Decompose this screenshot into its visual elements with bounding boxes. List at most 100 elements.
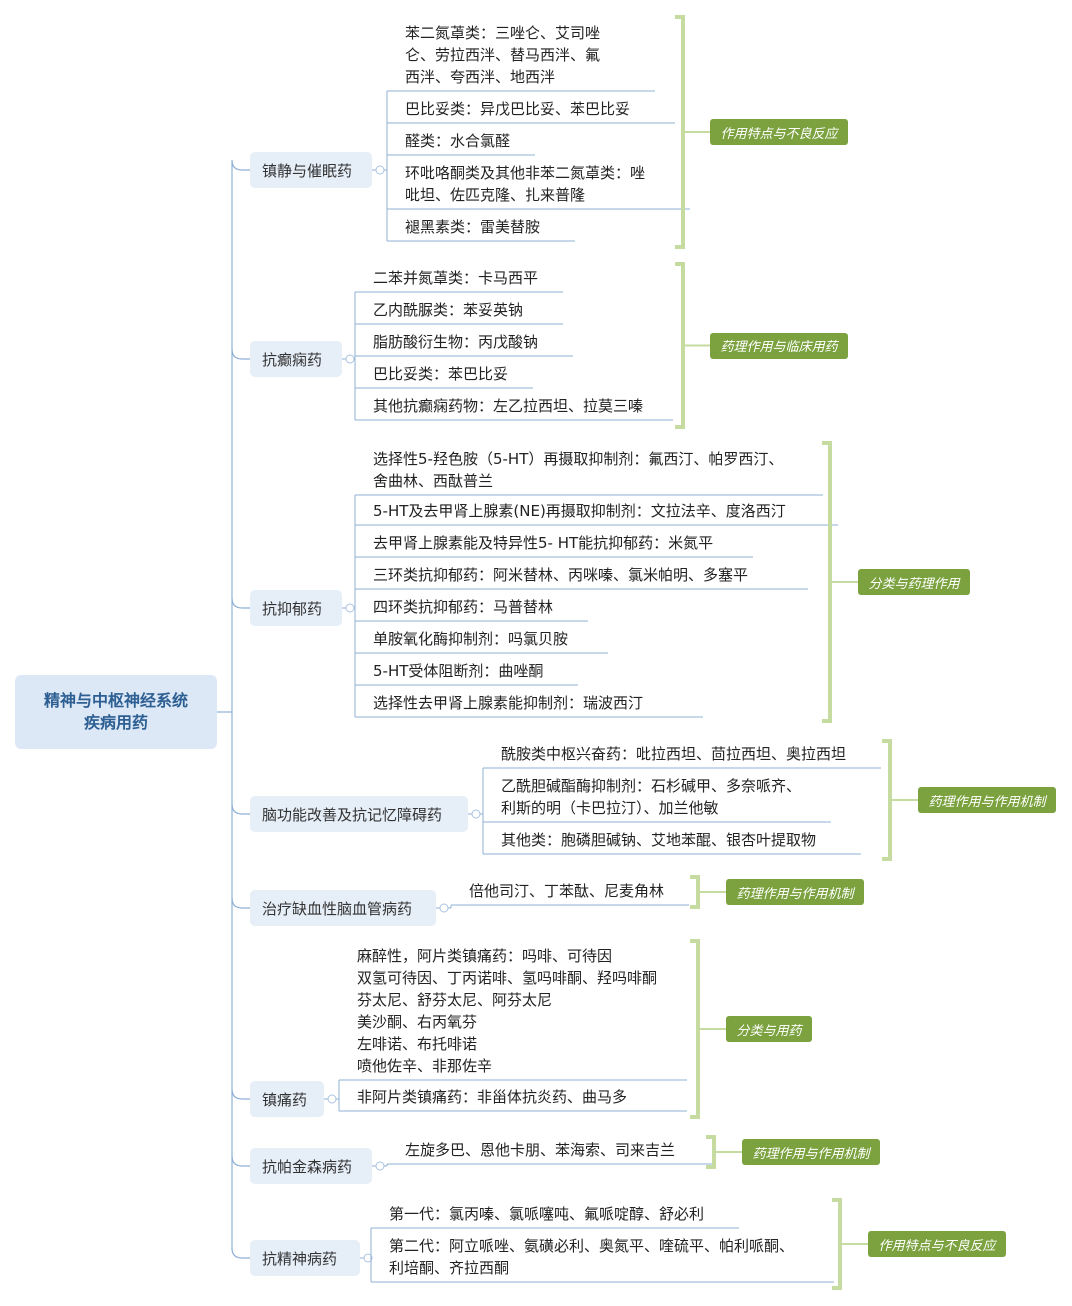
summary-bracket [675,262,685,429]
leaf-item[interactable]: 左旋多巴、恩他卡朋、苯海索、司来吉兰 [405,1139,675,1161]
summary-bracket [690,875,700,909]
leaf-item[interactable]: 其他类：胞磷胆碱钠、艾地苯醌、银杏叶提取物 [501,829,816,851]
root-title-line2: 疾病用药 [83,713,148,732]
leaf-text: 左旋多巴、恩他卡朋、苯海索、司来吉兰 [405,1141,676,1159]
leaf-item[interactable]: 第二代：阿立哌唑、氨磺必利、奥氮平、喹硫平、帕利哌酮、利培酮、齐拉西酮 [389,1235,794,1279]
summary-tag[interactable]: 作用特点与不良反应 [710,119,848,145]
leaf-text: 酰胺类中枢兴奋药：吡拉西坦、茴拉西坦、奥拉西坦 [501,745,847,763]
root-title-line1: 精神与中枢神经系统 [43,691,188,710]
category-node[interactable]: 抗抑郁药 [250,590,342,626]
category-connector [231,597,250,609]
leaf-text: 美沙酮、右丙氧芬 [357,1013,478,1031]
leaf-item[interactable]: 褪黑素类：雷美替胺 [405,216,540,238]
leaf-item[interactable]: 单胺氧化酶抑制剂：吗氯贝胺 [373,628,568,650]
leaf-text: 第二代：阿立哌唑、氨磺必利、奥氮平、喹硫平、帕利哌酮、 [389,1237,795,1255]
leaf-text: 舍曲林、西酞普兰 [373,472,494,490]
leaf-text: 二苯并氮䓬类：卡马西平 [373,269,539,287]
leaf-item[interactable]: 选择性5-羟色胺（5-HT）再摄取抑制剂：氟西汀、帕罗西汀、舍曲林、西酞普兰 [373,448,783,492]
leaf-text: 第一代：氯丙嗪、氯哌噻吨、氟哌啶醇、舒必利 [389,1205,705,1223]
summary-bracket [706,1135,716,1169]
leaf-item[interactable]: 麻醉性，阿片类镇痛药：吗啡、可待因双氢可待因、丁丙诺啡、氢吗啡酮、羟吗啡酮芬太尼… [357,945,657,1077]
leaf-item[interactable]: 环吡咯酮类及其他非苯二氮䓬类：唑吡坦、佐匹克隆、扎来普隆 [405,162,645,206]
leaf-item[interactable]: 二苯并氮䓬类：卡马西平 [373,267,538,289]
leaf-text: 巴比妥类：苯巴比妥 [373,365,509,383]
leaf-text: 环吡咯酮类及其他非苯二氮䓬类：唑 [405,164,646,182]
summary-tag[interactable]: 药理作用与临床用药 [710,332,848,359]
leaf-text: 选择性5-羟色胺（5-HT）再摄取抑制剂：氟西汀、帕罗西汀、 [373,450,784,468]
summary-tag[interactable]: 分类与用药 [726,1016,812,1042]
category-connector [231,159,250,171]
leaf-item[interactable]: 乙内酰脲类：苯妥英钠 [373,299,523,321]
summary-tag[interactable]: 分类与药理作用 [858,569,970,595]
leaf-text: 利培酮、齐拉西酮 [389,1259,510,1277]
leaf-text: 乙酰胆碱酯酶抑制剂：石杉碱甲、多奈哌齐、 [501,777,802,795]
collapse-toggle-icon[interactable] [375,165,385,175]
category-node[interactable]: 抗帕金森病药 [250,1148,372,1184]
collapse-toggle-icon[interactable] [345,354,355,364]
collapse-toggle-icon[interactable] [327,1094,337,1104]
leaf-text: 褪黑素类：雷美替胺 [405,218,541,236]
leaf-item[interactable]: 四环类抗抑郁药：马普替林 [373,596,553,618]
leaf-text: 双氢可待因、丁丙诺啡、氢吗啡酮、羟吗啡酮 [357,969,658,987]
leaf-text: 去甲肾上腺素能及特异性5- HT能抗抑郁药：米氮平 [373,534,714,552]
leaf-text: 利斯的明（卡巴拉汀）、加兰他敏 [501,799,719,817]
leaf-text: 醛类：水合氯醛 [405,132,511,150]
summary-bracket [822,441,832,723]
summary-bracket [882,739,892,861]
leaf-item[interactable]: 巴比妥类：异戊巴比妥、苯巴比妥 [405,98,630,120]
category-connector [231,897,250,909]
summary-bracket [832,1198,842,1290]
leaf-item[interactable]: 5-HT受体阻断剂：曲唑酮 [373,660,543,682]
summary-tag[interactable]: 药理作用与作用机制 [918,787,1056,813]
collapse-toggle-icon[interactable] [471,809,481,819]
leaf-text: 西泮、夸西泮、地西泮 [405,68,556,86]
leaf-text: 苯二氮䓬类：三唑仑、艾司唑 [405,24,601,42]
leaf-item[interactable]: 倍他司汀、丁苯酞、尼麦角林 [469,880,664,902]
leaf-item[interactable]: 乙酰胆碱酯酶抑制剂：石杉碱甲、多奈哌齐、利斯的明（卡巴拉汀）、加兰他敏 [501,775,801,819]
category-node[interactable]: 镇痛药 [250,1081,324,1117]
summary-bracket [690,939,700,1119]
summary-bracket [675,15,685,249]
leaf-text: 四环类抗抑郁药：马普替林 [373,598,554,616]
leaf-item[interactable]: 5-HT及去甲肾上腺素(NE)再摄取抑制剂：文拉法辛、度洛西汀 [373,500,786,522]
leaf-item[interactable]: 其他抗癫痫药物：左乙拉西坦、拉莫三嗪 [373,395,643,417]
leaf-text: 三环类抗抑郁药：阿米替林、丙咪嗪、氯米帕明、多塞平 [373,566,749,584]
leaf-text: 乙内酰脲类：苯妥英钠 [373,301,524,319]
summary-tag[interactable]: 药理作用与作用机制 [726,879,864,905]
leaf-item[interactable]: 醛类：水合氯醛 [405,130,510,152]
category-node[interactable]: 镇静与催眠药 [250,152,372,188]
leaf-item[interactable]: 选择性去甲肾上腺素能抑制剂：瑞波西汀 [373,692,643,714]
leaf-item[interactable]: 三环类抗抑郁药：阿米替林、丙咪嗪、氯米帕明、多塞平 [373,564,748,586]
leaf-item[interactable]: 非阿片类镇痛药：非甾体抗炎药、曲马多 [357,1086,627,1108]
leaf-text: 选择性去甲肾上腺素能抑制剂：瑞波西汀 [373,694,644,712]
category-node[interactable]: 脑功能改善及抗记忆障碍药 [250,796,468,832]
leaf-text: 5-HT受体阻断剂：曲唑酮 [373,662,544,680]
collapse-toggle-icon[interactable] [439,903,449,913]
leaf-item[interactable]: 巴比妥类：苯巴比妥 [373,363,508,385]
category-connector [231,1088,250,1100]
leaf-item[interactable]: 苯二氮䓬类：三唑仑、艾司唑仑、劳拉西泮、替马西泮、氟西泮、夸西泮、地西泮 [405,22,600,88]
collapse-toggle-icon[interactable] [345,603,355,613]
summary-tag[interactable]: 药理作用与作用机制 [742,1139,880,1165]
leaf-text: 脂肪酸衍生物：丙戊酸钠 [373,333,539,351]
leaf-item[interactable]: 酰胺类中枢兴奋药：吡拉西坦、茴拉西坦、奥拉西坦 [501,743,846,765]
category-connector [231,803,250,815]
summary-tag[interactable]: 作用特点与不良反应 [868,1231,1006,1257]
leaf-item[interactable]: 第一代：氯丙嗪、氯哌噻吨、氟哌啶醇、舒必利 [389,1203,704,1225]
root-node: 精神与中枢神经系统 疾病用药 [15,675,217,749]
leaf-text: 芬太尼、舒芬太尼、阿芬太尼 [357,991,553,1009]
leaf-text: 左啡诺、布托啡诺 [357,1035,478,1053]
category-node[interactable]: 抗精神病药 [250,1240,360,1276]
category-node[interactable]: 抗癫痫药 [250,341,342,377]
category-node[interactable]: 治疗缺血性脑血管病药 [250,890,436,926]
leaf-text: 5-HT及去甲肾上腺素(NE)再摄取抑制剂：文拉法辛、度洛西汀 [373,502,786,520]
leaf-text: 吡坦、佐匹克隆、扎来普隆 [405,186,586,204]
collapse-toggle-icon[interactable] [375,1161,385,1171]
leaf-text: 其他抗癫痫药物：左乙拉西坦、拉莫三嗪 [373,397,644,415]
category-connector [231,1155,250,1167]
category-connector [231,348,250,360]
leaf-item[interactable]: 脂肪酸衍生物：丙戊酸钠 [373,331,538,353]
leaf-item[interactable]: 去甲肾上腺素能及特异性5- HT能抗抑郁药：米氮平 [373,532,713,554]
leaf-text: 仑、劳拉西泮、替马西泮、氟 [405,46,601,64]
